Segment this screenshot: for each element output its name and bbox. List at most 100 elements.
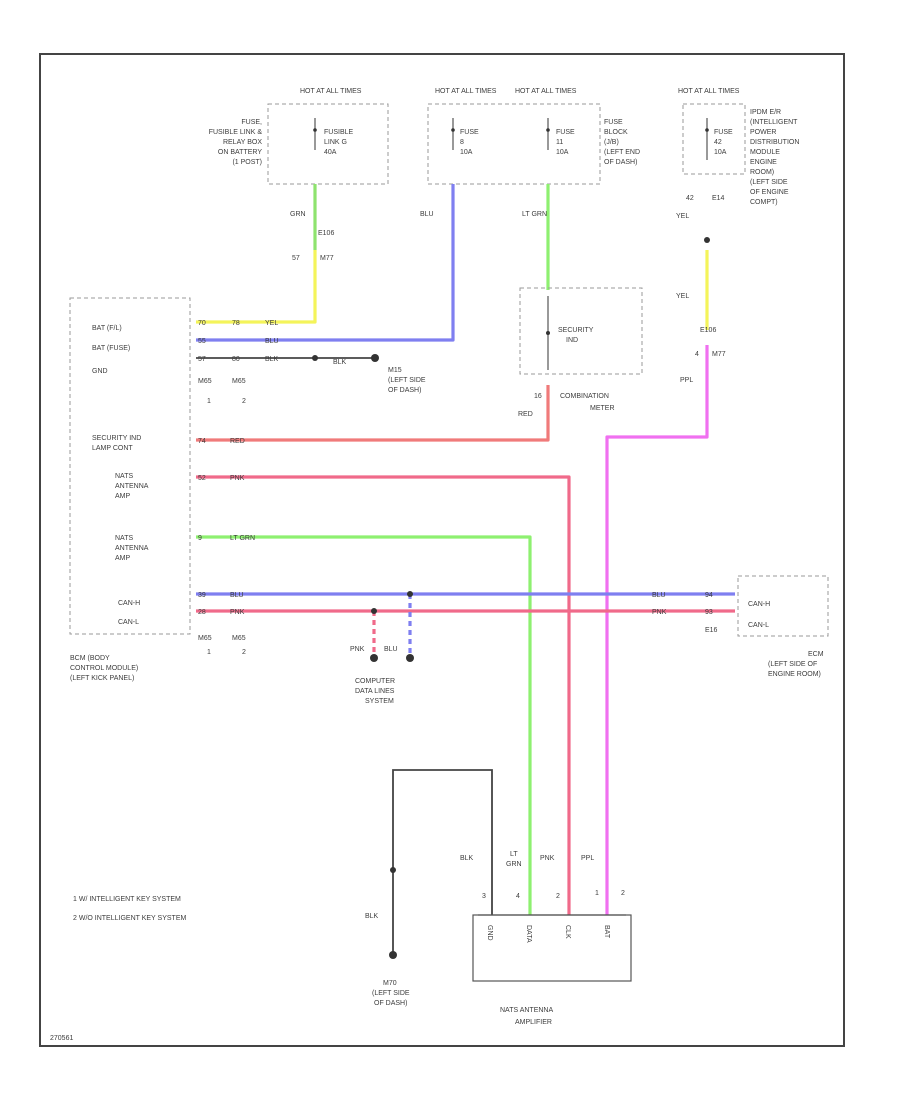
svg-text:NATS: NATS: [115, 473, 133, 480]
svg-text:2: 2: [621, 890, 625, 897]
svg-text:1: 1: [207, 649, 211, 656]
diagram-frame: [39, 53, 845, 1047]
wire-red-security: [196, 385, 550, 442]
svg-text:57: 57: [198, 356, 206, 363]
svg-text:METER: METER: [590, 405, 615, 412]
svg-text:E16: E16: [705, 627, 718, 634]
svg-text:ON BATTERY: ON BATTERY: [218, 149, 262, 156]
svg-text:70: 70: [198, 320, 206, 327]
svg-text:FUSE: FUSE: [714, 129, 733, 136]
svg-text:(LEFT END: (LEFT END: [604, 149, 640, 156]
ground-m70: BLK M70 (LEFT SIDE OF DASH): [365, 913, 410, 1007]
svg-text:LINK G: LINK G: [324, 139, 347, 146]
svg-text:42: 42: [714, 139, 722, 146]
svg-text:DATA LINES: DATA LINES: [355, 688, 395, 695]
svg-text:BLU: BLU: [420, 211, 434, 218]
svg-text:E106: E106: [700, 327, 716, 334]
svg-text:10A: 10A: [556, 149, 569, 156]
svg-text:(LEFT KICK PANEL): (LEFT KICK PANEL): [70, 675, 134, 682]
svg-text:OF DASH): OF DASH): [388, 387, 421, 394]
svg-text:M15: M15: [388, 367, 402, 374]
bcm-module: BAT (F/L) BAT (FUSE) GND SECURITY IND LA…: [69, 297, 279, 682]
svg-text:2: 2: [242, 649, 246, 656]
wire-ppl-nats-bat: [605, 345, 709, 915]
svg-text:3: 3: [482, 893, 486, 900]
svg-text:HOT AT ALL TIMES: HOT AT ALL TIMES: [435, 88, 497, 95]
svg-text:BAT: BAT: [603, 925, 610, 939]
svg-text:M65: M65: [232, 378, 246, 385]
ground-m15: BLK M15 (LEFT SIDE OF DASH): [333, 359, 426, 394]
svg-text:8: 8: [460, 139, 464, 146]
svg-text:LT: LT: [510, 851, 518, 858]
svg-text:DATA: DATA: [525, 925, 532, 943]
svg-text:55: 55: [198, 338, 206, 345]
svg-text:PNK: PNK: [350, 646, 365, 653]
svg-text:4: 4: [516, 893, 520, 900]
svg-text:40A: 40A: [324, 149, 337, 156]
wire-blk-nats-gnd: [392, 769, 493, 955]
notes: 1 W/ INTELLIGENT KEY SYSTEM 2 W/O INTELL…: [73, 896, 186, 922]
svg-text:AMP: AMP: [115, 493, 131, 500]
svg-text:16: 16: [534, 393, 542, 400]
svg-text:ANTENNA: ANTENNA: [115, 483, 149, 490]
svg-text:1: 1: [207, 398, 211, 405]
svg-text:HOT AT ALL TIMES: HOT AT ALL TIMES: [300, 88, 362, 95]
svg-text:IND: IND: [566, 337, 578, 344]
svg-text:OF DASH): OF DASH): [604, 159, 637, 166]
svg-text:10A: 10A: [460, 149, 473, 156]
svg-text:PNK: PNK: [230, 609, 245, 616]
svg-text:YEL: YEL: [265, 320, 278, 327]
svg-text:OF DASH): OF DASH): [374, 1000, 407, 1007]
svg-text:1: 1: [595, 890, 599, 897]
svg-text:E14: E14: [712, 195, 725, 202]
svg-text:M65: M65: [198, 635, 212, 642]
svg-text:NATS ANTENNA: NATS ANTENNA: [500, 1007, 553, 1014]
svg-text:CONTROL MODULE): CONTROL MODULE): [70, 665, 138, 672]
svg-text:BAT (F/L): BAT (F/L): [92, 325, 122, 332]
svg-text:POWER: POWER: [750, 129, 776, 136]
svg-text:LAMP CONT: LAMP CONT: [92, 445, 133, 452]
svg-text:2: 2: [242, 398, 246, 405]
svg-text:SECURITY: SECURITY: [558, 327, 594, 334]
svg-text:LT GRN: LT GRN: [230, 535, 255, 542]
svg-text:COMBINATION: COMBINATION: [560, 393, 609, 400]
svg-text:(LEFT SIDE: (LEFT SIDE: [388, 377, 426, 384]
svg-text:11: 11: [556, 139, 563, 146]
svg-text:FUSIBLE: FUSIBLE: [324, 129, 354, 136]
svg-text:93: 93: [705, 609, 713, 616]
svg-text:COMPT): COMPT): [750, 199, 778, 206]
svg-text:HOT AT ALL TIMES: HOT AT ALL TIMES: [515, 88, 577, 95]
svg-text:2 W/O INTELLIGENT KEY SYSTEM: 2 W/O INTELLIGENT KEY SYSTEM: [73, 915, 186, 922]
svg-text:AMP: AMP: [115, 555, 131, 562]
svg-text:GND: GND: [92, 368, 108, 375]
combination-meter: SECURITY IND COMBINATION METER: [519, 287, 643, 412]
svg-text:FUSIBLE LINK &: FUSIBLE LINK &: [209, 129, 263, 136]
svg-text:FUSE: FUSE: [556, 129, 575, 136]
wire-yel-bat-fl: [196, 250, 317, 324]
svg-text:1 W/ INTELLIGENT KEY SYSTEM: 1 W/ INTELLIGENT KEY SYSTEM: [73, 896, 181, 903]
svg-text:ENGINE: ENGINE: [750, 159, 777, 166]
svg-text:SECURITY IND: SECURITY IND: [92, 435, 141, 442]
svg-text:(INTELLIGENT: (INTELLIGENT: [750, 119, 798, 126]
figure-id: 270561: [50, 1035, 73, 1042]
svg-text:57: 57: [292, 255, 300, 262]
svg-text:COMPUTER: COMPUTER: [355, 678, 395, 685]
svg-text:BLK: BLK: [460, 855, 474, 862]
svg-text:9: 9: [198, 535, 202, 542]
svg-text:(LEFT SIDE: (LEFT SIDE: [372, 990, 410, 997]
svg-text:FUSE: FUSE: [604, 119, 623, 126]
svg-text:74: 74: [198, 438, 206, 445]
svg-text:M70: M70: [383, 980, 397, 987]
svg-text:39: 39: [198, 592, 206, 599]
svg-text:BLK: BLK: [365, 913, 379, 920]
svg-text:94: 94: [705, 592, 713, 599]
svg-text:BLK: BLK: [265, 356, 279, 363]
svg-text:M65: M65: [232, 635, 246, 642]
svg-text:LT GRN: LT GRN: [522, 211, 547, 218]
svg-text:AMPLIFIER: AMPLIFIER: [515, 1019, 552, 1026]
svg-text:2: 2: [556, 893, 560, 900]
svg-text:(LEFT SIDE: (LEFT SIDE: [750, 179, 788, 186]
svg-text:PPL: PPL: [581, 855, 594, 862]
nats-antenna-amplifier: BLK LT GRN PNK PPL 3 4 2 1 2 GND DATA CL…: [460, 851, 632, 1026]
